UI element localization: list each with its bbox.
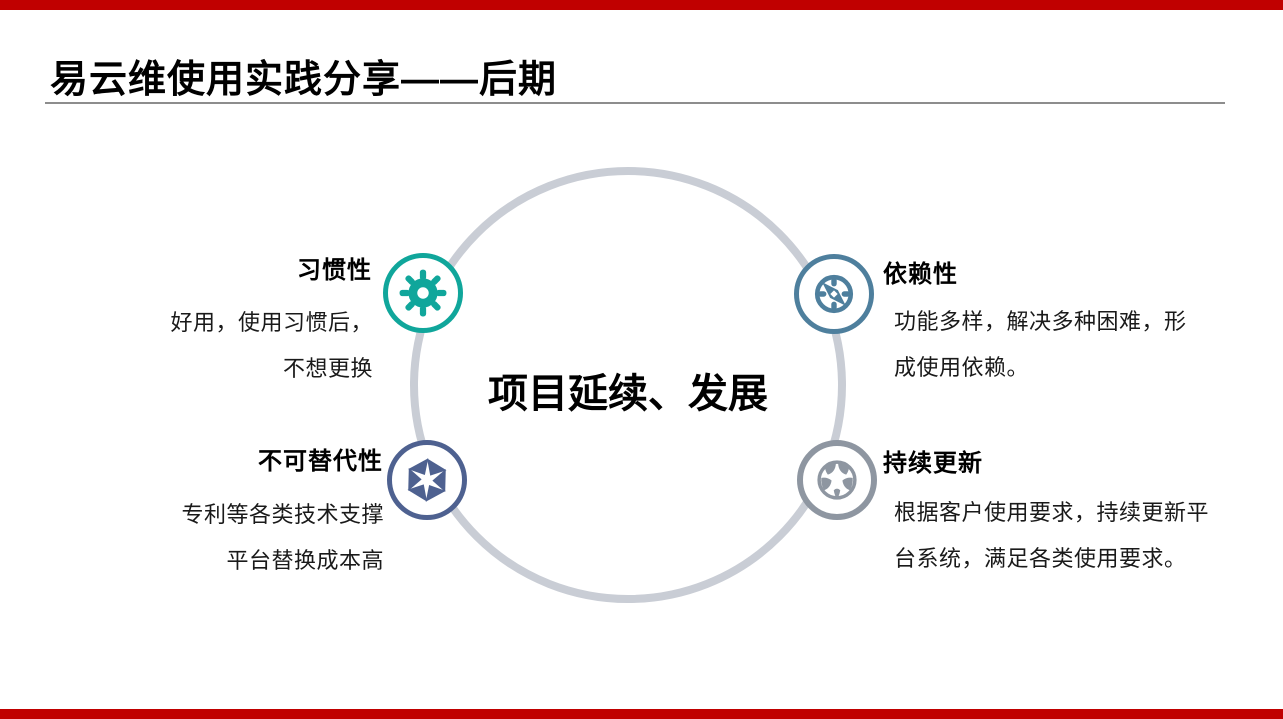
- compass-icon: [814, 274, 854, 314]
- center-label: 项目延续、发展: [488, 372, 768, 416]
- node-desc-habit: 好用，使用习惯后， 不想更换: [100, 300, 373, 392]
- top-accent-bar: [0, 0, 1283, 10]
- page-title: 易云维使用实践分享——后期: [50, 59, 558, 101]
- desc-line: 好用，使用习惯后，: [170, 310, 373, 335]
- node-label-update: 持续更新: [883, 450, 983, 477]
- bottom-accent-bar: [0, 709, 1283, 719]
- node-desc-irreplaceable: 专利等各类技术支撑 平台替换成本高: [100, 492, 384, 584]
- gear-icon: [399, 269, 447, 317]
- desc-line: 台系统，满足各类使用要求。: [894, 546, 1187, 571]
- title-underline: [45, 102, 1225, 104]
- node-update: [797, 440, 877, 520]
- desc-line: 功能多样，解决多种困难，形: [894, 309, 1187, 334]
- desc-line: 平台替换成本高: [226, 548, 384, 573]
- desc-line: 不想更换: [282, 356, 373, 381]
- node-label-habit: 习惯性: [297, 257, 372, 284]
- globe-icon: [817, 460, 857, 500]
- node-habit: [383, 253, 463, 333]
- node-desc-update: 根据客户使用要求，持续更新平 台系统，满足各类使用要求。: [894, 490, 1234, 582]
- node-desc-dependence: 功能多样，解决多种困难，形 成使用依赖。: [894, 299, 1224, 391]
- node-dependence: [794, 254, 874, 334]
- desc-line: 根据客户使用要求，持续更新平: [894, 500, 1210, 525]
- desc-line: 专利等各类技术支撑: [181, 502, 384, 527]
- node-label-dependence: 依赖性: [883, 261, 958, 288]
- node-irreplaceable: [387, 440, 467, 520]
- node-label-irreplaceable: 不可替代性: [258, 448, 383, 475]
- aperture-icon: [407, 458, 447, 502]
- cycle-circle: [410, 167, 846, 603]
- desc-line: 成使用依赖。: [894, 355, 1030, 380]
